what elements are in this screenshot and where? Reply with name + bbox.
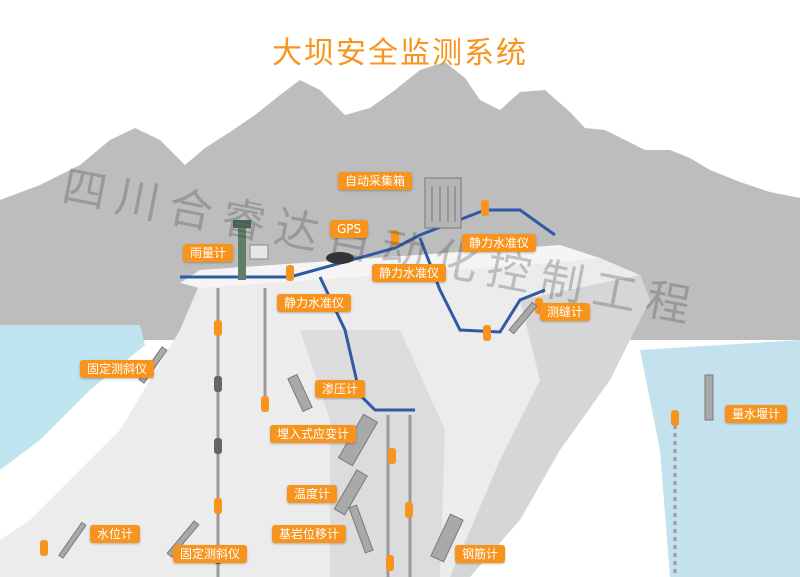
sensor-node-icon [388, 448, 396, 464]
label-bedrock-extensometer: 基岩位移计 [272, 525, 347, 543]
sensor-node-icon [40, 540, 48, 556]
sensor-node-icon [214, 376, 222, 392]
downstream-water [640, 340, 800, 577]
sensor-node-icon [286, 265, 294, 281]
label-inclinometer-top: 固定测斜仪 [80, 360, 155, 378]
sensor-node-icon [481, 200, 489, 216]
sensor-node-icon [214, 438, 222, 454]
rain-gauge-icon [233, 220, 269, 280]
instrument-icon [430, 513, 464, 563]
sensor-node-icon [483, 325, 491, 341]
label-strain-gauge: 埋入式应变计 [270, 425, 357, 443]
instrument-icon [58, 521, 87, 559]
sensor-node-icon [214, 498, 222, 514]
sensor-node-icon [386, 555, 394, 571]
label-thermometer: 温度计 [287, 485, 338, 503]
label-inclinometer-bottom: 固定测斜仪 [173, 545, 248, 563]
instrument-icon [333, 469, 368, 516]
label-crack-meter: 测缝计 [540, 303, 591, 321]
sensor-node-icon [214, 320, 222, 336]
label-rebar-meter: 钢筋计 [455, 545, 506, 563]
label-static-level-1: 静力水准仪 [462, 234, 537, 252]
label-water-level: 水位计 [90, 525, 141, 543]
instrument-icon [348, 504, 374, 554]
sensor-lines [216, 288, 677, 577]
instrument-icon [287, 373, 313, 413]
label-piezometer: 渗压计 [315, 380, 366, 398]
label-static-level-2: 静力水准仪 [372, 264, 447, 282]
sensor-node-icon [671, 410, 679, 426]
dam-right-slope [450, 275, 650, 577]
instrument-icon [704, 374, 714, 421]
label-weir-meter: 量水堰计 [725, 405, 788, 423]
collector-cabinet-icon [424, 177, 462, 229]
diagram-title: 大坝安全监测系统 [272, 36, 528, 71]
sensor-node-icon [391, 230, 399, 246]
sensor-node-icon [405, 502, 413, 518]
gps-dome-icon [326, 252, 354, 264]
label-collector: 自动采集箱 [338, 172, 413, 190]
label-gps: GPS [330, 220, 369, 238]
label-static-level-3: 静力水准仪 [277, 294, 352, 312]
instrument-icon [508, 301, 538, 335]
label-rain-gauge: 雨量计 [183, 244, 234, 262]
sensor-node-icon [261, 396, 269, 412]
